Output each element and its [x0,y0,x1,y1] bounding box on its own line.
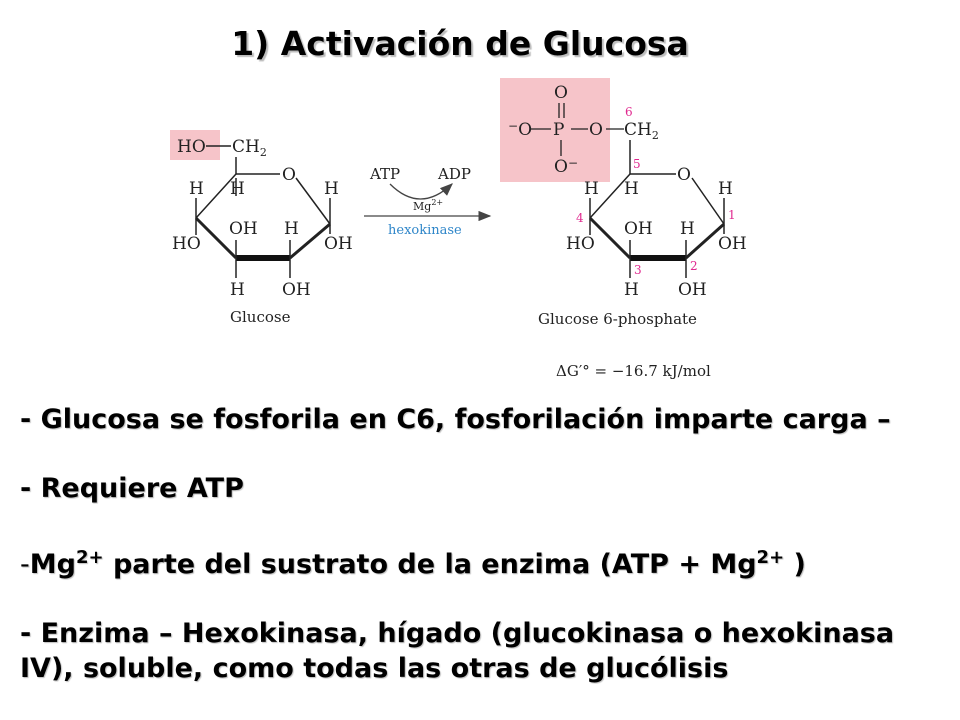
p-c3-oh: OH [624,219,653,239]
phosphate-bridge-o: O [589,120,603,140]
ho-group-label: HO [177,137,206,157]
hexokinase-reaction-scheme: HO CH2 O H HO H OH H H OH H OH G [170,78,747,380]
p-c5-h: H [624,179,639,199]
p-c2-oh: OH [678,280,707,300]
p-c2-h: H [680,219,695,239]
product-label: Glucose 6-phosphate [538,310,697,328]
c1-oh: OH [324,234,353,254]
glucose-label: Glucose [230,308,291,326]
bullet-phosphorylation: - Glucosa se fosforila en C6, fosforilac… [20,404,891,435]
phosphate-highlight [500,78,610,182]
p-c4-h: H [584,179,599,199]
phosphate-bottom-o: O− [554,156,578,177]
c4-ho: HO [172,234,201,254]
bullet-requires-atp: - Requiere ATP [20,473,244,504]
c3-h: H [230,280,245,300]
atp-label: ATP [369,165,400,183]
carbon-number-5: 5 [633,157,641,171]
slide-title: 1) Activación de Glucosa [231,24,689,63]
ring-oxygen: O [282,165,296,185]
glucose-6-phosphate-structure: O −O P O O− CH2 6 5 O H HO 4 H OH [500,78,747,380]
reaction-arrow: ATP ADP Mg2+ hexokinase [364,165,492,238]
c3-oh: OH [229,219,258,239]
c2-h: H [284,219,299,239]
carbon-number-6: 6 [625,105,633,119]
carbon-number-3: 3 [634,263,642,277]
ch2-label: CH2 [232,137,267,159]
c5-h: H [230,179,245,199]
adp-label: ADP [437,165,471,183]
phosphate-left-o: −O [508,119,532,140]
bullet-enzyme-line-2: IV), soluble, como todas las otras de gl… [20,653,729,684]
enzyme-label: hexokinase [388,223,462,238]
p-c4-ho: HO [566,234,595,254]
p-c1-oh: OH [718,234,747,254]
mg-cofactor: Mg2+ [413,198,443,213]
phosphate-top-o: O [554,83,568,103]
bullet-list: - Glucosa se fosforila en C6, fosforilac… [20,402,955,686]
c4-h: H [189,179,204,199]
c1-h: H [324,179,339,199]
delta-g-label: ΔG′° = −16.7 kJ/mol [556,362,711,380]
p-c1-h: H [718,179,733,199]
ch2-label-product: CH2 [624,120,659,142]
phosphorus-label: P [553,120,564,140]
glucose-structure: HO CH2 O H HO H OH H H OH H OH G [170,130,353,326]
carbon-number-4: 4 [576,211,584,225]
p-c3-h: H [624,280,639,300]
carbon-number-1: 1 [728,208,736,222]
carbon-number-2: 2 [690,259,698,273]
c2-oh: OH [282,280,311,300]
ho-highlight [170,130,220,160]
bullet-enzyme-line-1: - Enzima – Hexokinasa, hígado (glucokina… [20,618,895,649]
ring-oxygen-product: O [677,165,691,185]
bullet-mg-substrate: -Mg2+ parte del sustrato de la enzima (A… [20,547,806,580]
